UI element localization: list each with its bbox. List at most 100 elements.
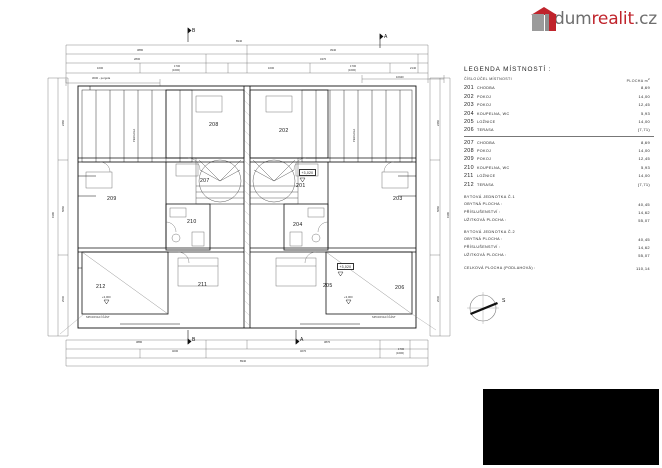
room-label-204: 204 xyxy=(293,222,303,228)
dim-top-4: 4370 xyxy=(320,58,327,61)
legend-row: 205 LOŽNICE 14,00 xyxy=(464,119,654,125)
legend-room-area: 14,00 xyxy=(638,119,650,125)
legend-room-name: KOUPELNA, WC xyxy=(477,111,510,116)
legend-room-number: 209 xyxy=(464,156,474,163)
legend-title: LEGENDA MÍSTNOSTÍ : xyxy=(464,66,552,73)
dim-right-1: 5660 xyxy=(437,205,440,212)
total-row: CELKOVÁ PLOCHA (PODLAHOVÁ) : 110,14 xyxy=(464,266,654,271)
legend-row: 208 POKOJ 14,00 xyxy=(464,148,654,154)
room-label-206: 206 xyxy=(395,285,405,291)
dim-top-1: 3880 xyxy=(137,49,144,52)
summary-label: UŽITKOVÁ PLOCHA : xyxy=(464,217,507,222)
dim-bottom-2: 4000 xyxy=(172,350,179,353)
house-logo-icon xyxy=(531,7,557,31)
legend-room-name: LOŽNICE xyxy=(477,174,496,179)
section-mark-b-bottom: B xyxy=(192,337,196,343)
legend-room-number: 208 xyxy=(464,147,474,154)
terrace-note-right: SPOJOVACÍ ČÁST xyxy=(372,316,396,319)
dim-right-0: 2460 xyxy=(437,119,440,126)
legend-room-area: (7,71) xyxy=(637,181,650,187)
terrace-elev-left: +3,000 xyxy=(102,296,111,299)
dim-bottom-4: 1700 xyxy=(398,348,405,351)
dim-left-3: 9180 xyxy=(52,211,55,218)
legend-row: 212 TERASA (7,71) xyxy=(464,182,654,188)
elevation-marker-2: +3,020 xyxy=(337,263,354,270)
redacted-area xyxy=(483,389,659,465)
legend-row: 210 KOUPELNA, WC 5,93 xyxy=(464,165,654,171)
legend-room-name: POKOJ xyxy=(477,103,492,108)
legend-room-number: 202 xyxy=(464,93,474,100)
summary-label: PŘÍSLUŠENSTVÍ : xyxy=(464,244,501,249)
room-label-211: 211 xyxy=(198,282,208,288)
section-mark-a-bottom: A xyxy=(300,337,304,343)
room-label-203: 203 xyxy=(393,196,403,202)
legend-room-area: 8,69 xyxy=(641,139,650,145)
room-label-210: 210 xyxy=(187,219,197,225)
elevation-marker-1: +3,020 xyxy=(299,169,316,176)
logo-text-cz: .cz xyxy=(633,9,657,29)
dim-top-5: 1600 xyxy=(97,67,104,70)
summary-value: 40,45 xyxy=(638,236,650,242)
compass-north-label: S xyxy=(502,298,506,304)
summary-value: 40,45 xyxy=(638,201,650,207)
unit2-summary: BYTOVÁ JEDNOTKA Č.2 OBYTNÁ PLOCHA : 40,4… xyxy=(464,230,654,258)
dim-bottom-5: (1600) xyxy=(396,352,405,355)
dim-right-3: 9180 xyxy=(447,211,450,218)
dim-bottom-3: 4670 xyxy=(300,350,307,353)
legend-room-number: 203 xyxy=(464,102,474,109)
total-value: 110,14 xyxy=(635,265,650,271)
legend-room-number: 212 xyxy=(464,181,474,188)
summary-label: OBYTNÁ PLOCHA : xyxy=(464,236,503,241)
logo-wordmark: dumrealit.cz xyxy=(554,9,657,29)
total-label: CELKOVÁ PLOCHA (PODLAHOVÁ) : xyxy=(464,265,536,270)
legend-room-name: KOUPELNA, WC xyxy=(477,165,510,170)
dim-top-8: 1600 xyxy=(268,67,275,70)
legend-room-name: POKOJ xyxy=(477,94,492,99)
dim-top-2: 3940 xyxy=(330,49,337,52)
summary-row: UŽITKOVÁ PLOCHA : 55,07 xyxy=(464,218,654,223)
legend-room-name: LOŽNICE xyxy=(477,120,496,125)
legend-room-name: TERASA xyxy=(477,182,494,187)
legend-room-number: 204 xyxy=(464,110,474,117)
legend-divider xyxy=(464,135,654,137)
room-label-207: 207 xyxy=(200,178,210,184)
room-legend: LEGENDA MÍSTNOSTÍ : ČÍSLO ÚČEL MÍSTNOSTI… xyxy=(464,66,654,274)
legend-room-area: 14,00 xyxy=(638,147,650,153)
dim-left-1: 5660 xyxy=(62,205,65,212)
legend-room-name: CHODBA xyxy=(477,86,495,91)
legend-room-area: 5,93 xyxy=(641,110,650,116)
room-label-208: 208 xyxy=(209,122,219,128)
dim-top-9: 1700 xyxy=(350,65,357,68)
legend-room-name: POKOJ xyxy=(477,157,492,162)
logo-text-realit: realit xyxy=(591,9,635,29)
summary-label: UŽITKOVÁ PLOCHA : xyxy=(464,252,507,257)
summary-row: OBYTNÁ PLOCHA : 40,45 xyxy=(464,237,654,242)
dim-top-7: (1600) xyxy=(172,69,181,72)
legend-room-area: 14,00 xyxy=(638,93,650,99)
dim-left-2: 2500 xyxy=(62,295,65,302)
legend-header-name: ÚČEL MÍSTNOSTI xyxy=(477,76,512,81)
legend-room-number: 201 xyxy=(464,85,474,92)
legend-row: 206 TERASA (7,71) xyxy=(464,127,654,133)
legend-room-area: (7,71) xyxy=(637,127,650,133)
dim-bottom-6: 8940 xyxy=(240,360,247,363)
dim-right-2: 2500 xyxy=(437,295,440,302)
section-mark-a-top: A xyxy=(384,34,388,40)
legend-room-area: 12,45 xyxy=(638,156,650,162)
summary-value: 55,07 xyxy=(638,217,650,223)
section-mark-b-top: B xyxy=(192,28,196,34)
legend-header-number: ČÍSLO xyxy=(464,76,477,81)
room-label-202: 202 xyxy=(279,128,289,134)
summary-label: OBYTNÁ PLOCHA : xyxy=(464,201,503,206)
legend-room-area: 12,45 xyxy=(638,102,650,108)
legend-row: 204 KOUPELNA, WC 5,93 xyxy=(464,111,654,117)
dim-top-10: (1600) xyxy=(348,69,357,72)
legend-row: 202 POKOJ 14,00 xyxy=(464,94,654,100)
unit1-title: BYTOVÁ JEDNOTKA Č.1 xyxy=(464,194,515,199)
legend-row: 201 CHODBA 8,69 xyxy=(464,85,654,91)
room-label-209: 209 xyxy=(107,196,117,202)
summary-value: 14,62 xyxy=(638,244,650,250)
site-logo: dumrealit.cz xyxy=(531,4,657,34)
summary-row: PŘÍSLUŠENSTVÍ : 14,62 xyxy=(464,210,654,215)
